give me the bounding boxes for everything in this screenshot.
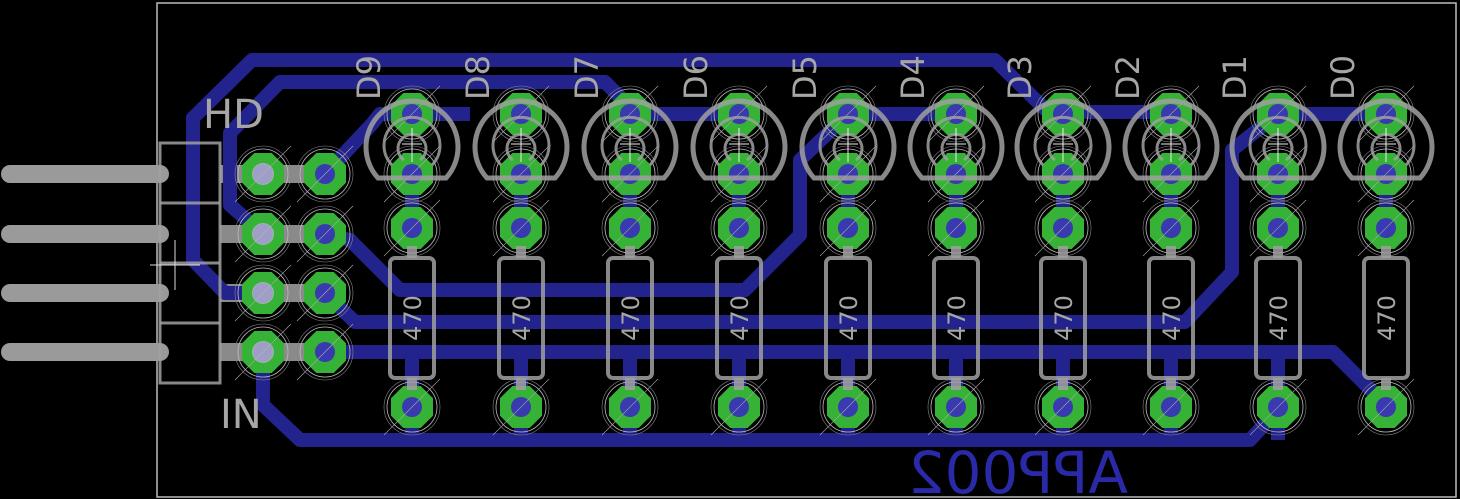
pin-drill xyxy=(252,223,274,245)
pad xyxy=(1357,199,1415,257)
led-outline xyxy=(1229,98,1327,181)
pad xyxy=(383,199,441,257)
resistor-outline xyxy=(1039,246,1087,390)
pin-drill xyxy=(252,282,274,304)
resistor-outline xyxy=(824,246,872,390)
led-outline xyxy=(363,98,461,181)
pad xyxy=(819,145,877,203)
resistor-outline xyxy=(1147,246,1195,390)
resistor-outline xyxy=(1254,246,1302,390)
pin-drill xyxy=(252,341,274,363)
led-designator: D9 xyxy=(350,55,388,100)
labels: HD IN 470 D9 470 D8 470 D7 470 D6 470 D5 470 D4 470 D… xyxy=(203,55,1401,438)
resistor-outline xyxy=(1362,246,1410,390)
led-outline xyxy=(907,98,1005,181)
trace xyxy=(223,75,635,240)
resistor-outline xyxy=(497,246,545,390)
resistor-value: 470 xyxy=(1158,295,1186,341)
resistor-value: 470 xyxy=(1373,295,1401,341)
led-designator: D4 xyxy=(894,55,932,100)
board-name: APP002 xyxy=(908,439,1128,499)
resistor-outline xyxy=(715,246,763,390)
resistor-outline xyxy=(388,246,436,390)
resistor-value: 470 xyxy=(835,295,863,341)
trace xyxy=(325,345,1391,410)
pad xyxy=(296,323,354,381)
resistor-outline xyxy=(606,246,654,390)
resistor-outline xyxy=(932,246,980,390)
pad xyxy=(492,378,550,436)
led-outline xyxy=(581,98,679,181)
pad xyxy=(296,264,354,322)
pad xyxy=(296,145,354,203)
led-outline xyxy=(799,98,897,181)
led-designator: D0 xyxy=(1324,55,1362,100)
pad xyxy=(1249,378,1307,436)
input-label: IN xyxy=(220,392,262,438)
resistor-value: 470 xyxy=(1050,295,1078,341)
pad xyxy=(1357,378,1415,436)
pad xyxy=(1142,145,1200,203)
board-outline xyxy=(156,2,1457,498)
silkscreen xyxy=(150,98,1435,390)
trace xyxy=(323,108,853,297)
resistor-value: 470 xyxy=(726,295,754,341)
pad xyxy=(1249,199,1307,257)
led-designator: D7 xyxy=(568,55,606,100)
resistor-value: 470 xyxy=(399,295,427,341)
resistor-value: 470 xyxy=(1265,295,1293,341)
header-outline xyxy=(150,141,222,385)
led-outline xyxy=(472,98,570,181)
led-designator: D5 xyxy=(786,55,824,100)
led-designator: D1 xyxy=(1216,55,1254,100)
led-outline xyxy=(1014,98,1112,181)
pad xyxy=(1142,199,1200,257)
led-outline xyxy=(1122,98,1220,181)
led-outline xyxy=(1337,98,1435,181)
trace xyxy=(256,352,1284,447)
trace xyxy=(320,108,1283,329)
pad xyxy=(927,199,985,257)
pad xyxy=(1142,378,1200,436)
resistor-value: 470 xyxy=(943,295,971,341)
pad xyxy=(819,378,877,436)
pad xyxy=(819,199,877,257)
led-designator: D3 xyxy=(1001,55,1039,100)
led-designator: D6 xyxy=(677,55,715,100)
pad xyxy=(601,199,659,257)
pin-drill xyxy=(252,163,274,185)
led-outline xyxy=(690,98,788,181)
pad xyxy=(296,205,354,263)
board-name-text: APP002 xyxy=(908,439,1128,499)
led-designator: D2 xyxy=(1109,55,1147,100)
resistor-value: 470 xyxy=(617,295,645,341)
header-label: HD xyxy=(203,92,264,138)
resistor-value: 470 xyxy=(508,295,536,341)
led-designator: D8 xyxy=(459,55,497,100)
